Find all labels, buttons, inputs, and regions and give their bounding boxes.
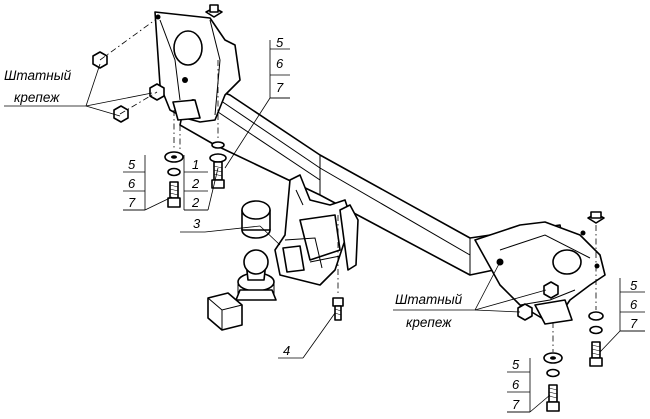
- stack-left-item-3: 7: [128, 195, 136, 210]
- stack-top-right-item-2: 6: [276, 56, 284, 71]
- left-bracket-top-nut: [205, 4, 223, 18]
- center-lines: [99, 19, 597, 352]
- left-mounting-bracket: [154, 11, 241, 123]
- callout-grid-lines: [123, 40, 645, 413]
- right-bracket-top-nut: [587, 211, 605, 224]
- bolt-left: [164, 151, 184, 208]
- standard-fastener-bottom-line1: Штатный: [395, 292, 463, 307]
- socket-plug: [207, 292, 243, 331]
- tow-ball: [235, 249, 277, 301]
- callout-stack-mid: 1 2 2: [191, 157, 200, 210]
- stack-left-item-1: 5: [128, 157, 136, 172]
- standard-fastener-bottom-line2: крепеж: [406, 315, 452, 330]
- callout-part-4: 4: [283, 343, 290, 358]
- standard-fastener-top-line2: крепеж: [14, 90, 60, 105]
- stack-top-right-item-1: 5: [276, 35, 284, 50]
- standard-nuts-bottom: [517, 281, 559, 321]
- stack-mid-item-1: 1: [192, 157, 199, 172]
- stack-mid-item-2: 2: [191, 176, 200, 191]
- callout-standard-fastener-top: Штатный крепеж: [4, 68, 72, 105]
- stack-bottom-item-2: 6: [512, 377, 520, 392]
- ball-cover: [241, 200, 271, 239]
- callout-standard-fastener-bottom: Штатный крепеж: [395, 292, 463, 330]
- receiver-mount: [274, 174, 359, 286]
- bolt-part-4: [332, 297, 344, 321]
- right-mounting-bracket: [474, 221, 606, 325]
- stack-right-item-2: 6: [630, 297, 638, 312]
- stack-top-right-item-3: 7: [276, 80, 284, 95]
- callout-stack-top-right: 5 6 7: [276, 35, 284, 95]
- callout-stack-bottom: 5 6 7: [512, 357, 520, 412]
- bolt-top-center: [209, 141, 227, 189]
- callout-stack-right: 5 6 7: [630, 278, 638, 331]
- callout-stack-left: 5 6 7: [128, 157, 136, 210]
- bolt-bottom: [543, 352, 563, 412]
- stack-left-item-2: 6: [128, 176, 136, 191]
- bolt-right: [588, 311, 604, 367]
- stack-mid-item-3: 2: [191, 195, 200, 210]
- standard-fastener-top-line1: Штатный: [4, 68, 72, 83]
- stack-right-item-3: 7: [630, 316, 638, 331]
- stack-bottom-item-3: 7: [512, 397, 520, 412]
- stack-right-item-1: 5: [630, 278, 638, 293]
- callout-part-3: 3: [193, 216, 201, 231]
- stack-bottom-item-1: 5: [512, 357, 520, 372]
